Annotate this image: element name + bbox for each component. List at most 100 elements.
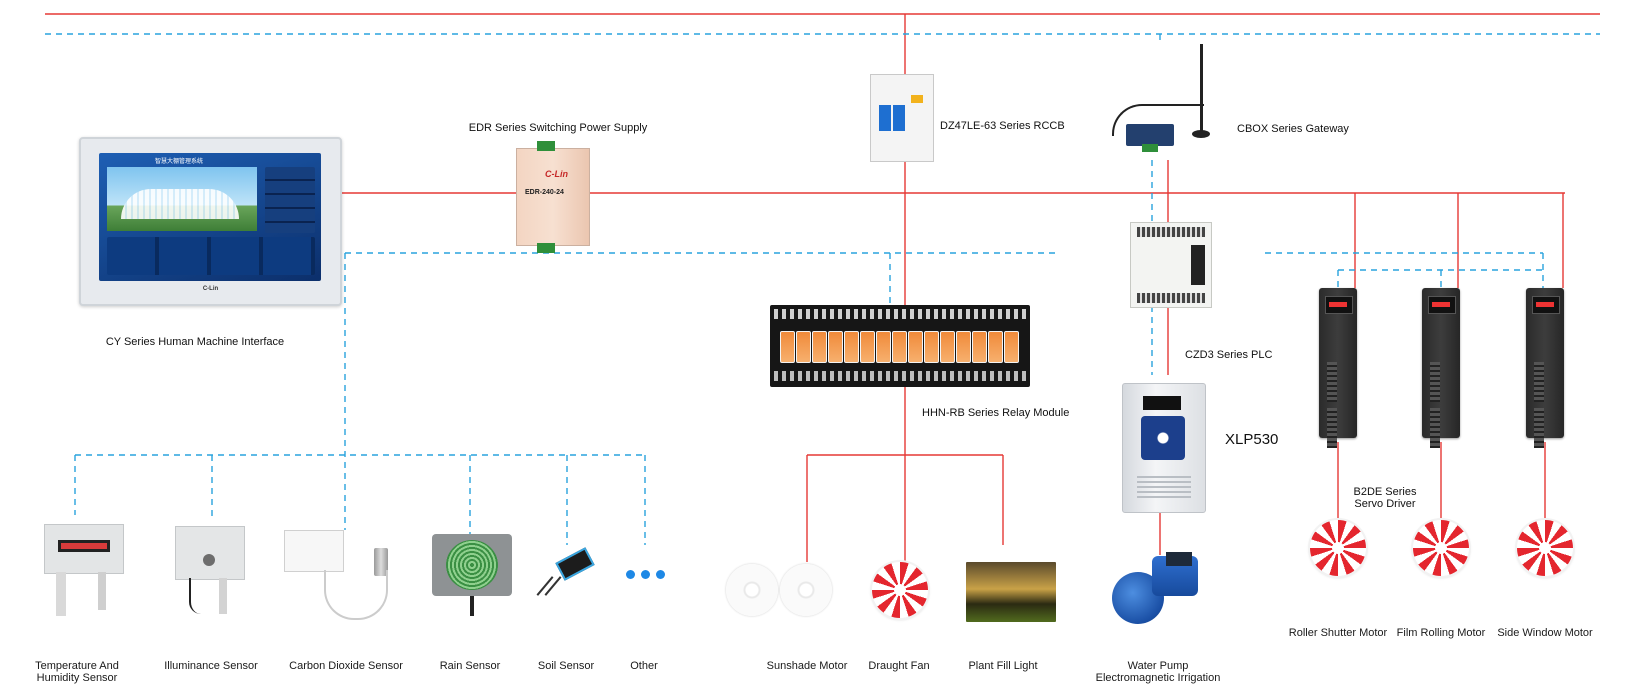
water-pump-image [1110, 552, 1202, 638]
more-sensors-icon [626, 566, 671, 584]
relay-label: HHN-RB Series Relay Module [922, 407, 1070, 419]
hmi-device: 智慧大棚管理系统 C-Lin [79, 137, 342, 306]
greenhouse-roof [121, 189, 239, 219]
illuminance-sensor-icon [175, 526, 247, 622]
servo-display [1325, 296, 1353, 314]
sunshade-disc [780, 564, 832, 616]
servo-port [1327, 408, 1337, 448]
dot-icon [641, 570, 650, 579]
actuator-label-sunshade: Sunshade Motor [766, 660, 848, 672]
psu-brand: C-Lin [545, 169, 568, 179]
th-display [58, 540, 110, 552]
power-supply-label: EDR Series Switching Power Supply [468, 122, 648, 134]
hmi-screen: 智慧大棚管理系统 [99, 153, 321, 281]
hmi-screen-title: 智慧大棚管理系统 [154, 158, 203, 165]
hmi-brand: C-Lin [202, 286, 219, 292]
motor-label-roller: Roller Shutter Motor [1288, 627, 1388, 639]
rccb-device [870, 74, 934, 162]
gateway-device [1108, 40, 1228, 156]
relay-slot [812, 331, 827, 363]
inverter-vents [1137, 476, 1191, 500]
hmi-label: CY Series Human Machine Interface [105, 336, 285, 348]
sensor-label-illuminance: Illuminance Sensor [164, 660, 258, 672]
servo-port [1430, 362, 1440, 402]
relay-slot [828, 331, 843, 363]
rain-cable [470, 596, 474, 616]
lux-cable [189, 578, 205, 614]
actuator-label-fan: Draught Fan [868, 660, 930, 672]
sunshade-motor-icon [726, 564, 832, 618]
plant-fill-light-image [966, 562, 1056, 622]
sunshade-disc [726, 564, 778, 616]
relay-slot [988, 331, 1003, 363]
sensor-label-soil: Soil Sensor [537, 660, 595, 672]
sensor-label-temperature: Temperature And Humidity Sensor [35, 660, 119, 684]
relay-terminals-top [774, 309, 1026, 319]
inverter-display [1143, 396, 1181, 410]
relay-module-device [770, 305, 1030, 387]
rain-sensor-icon [432, 534, 514, 616]
rccb-label: DZ47LE-63 Series RCCB [940, 120, 1065, 132]
servo-driver-2 [1422, 288, 1460, 448]
dot-icon [626, 570, 635, 579]
rccb-switch-2 [893, 105, 905, 131]
gateway-body [1126, 124, 1174, 146]
actuator-label-pump: Water Pump Electromagnetic Irrigation [1095, 660, 1221, 684]
relay-slot [780, 331, 795, 363]
soil-sensor-icon [536, 547, 600, 604]
antenna-icon [1200, 44, 1203, 132]
psu-terminal-top [537, 141, 555, 151]
dot-icon [656, 570, 665, 579]
th-probe [56, 572, 66, 616]
psu-terminal-bottom [537, 243, 555, 253]
servo-port [1327, 362, 1337, 402]
motor-label-film: Film Rolling Motor [1396, 627, 1486, 639]
pump-box [1166, 552, 1192, 566]
servo-driver-1 [1319, 288, 1357, 448]
power-supply-device: C-Lin EDR-240-24 [516, 141, 590, 253]
servo-driver-3 [1526, 288, 1564, 448]
roller-shutter-motor-icon [1310, 520, 1366, 576]
rccb-test-button [911, 95, 923, 103]
temperature-humidity-sensor-icon [44, 524, 126, 620]
soil-prong [544, 576, 562, 596]
plc-label: CZD3 Series PLC [1185, 349, 1273, 361]
relay-slot [956, 331, 971, 363]
sensor-label-other: Other [630, 660, 658, 672]
plc-io-bottom [1137, 293, 1205, 303]
servo-display [1428, 296, 1456, 314]
relay-slot [876, 331, 891, 363]
relay-slot [940, 331, 955, 363]
lux-probe [219, 578, 227, 614]
th-probe-2 [98, 572, 106, 610]
inverter-label: XLP530 [1225, 431, 1279, 448]
servo-port [1430, 408, 1440, 448]
relay-slot [844, 331, 859, 363]
relay-slot [1004, 331, 1019, 363]
lux-dome [203, 554, 215, 566]
relay-slot [972, 331, 987, 363]
soil-body [555, 547, 595, 581]
gateway-label: CBOX Series Gateway [1237, 123, 1349, 135]
actuator-label-light: Plant Fill Light [968, 660, 1038, 672]
co2-body [284, 530, 344, 572]
relay-slot [908, 331, 923, 363]
lux-body [175, 526, 245, 580]
relay-slot [860, 331, 875, 363]
servo-port [1534, 408, 1544, 448]
carbon-dioxide-sensor-icon [284, 530, 408, 626]
inverter-device [1122, 383, 1206, 513]
psu-model: EDR-240-24 [525, 189, 564, 196]
gateway-terminal [1142, 144, 1158, 152]
film-rolling-motor-icon [1413, 520, 1469, 576]
hmi-readings [107, 237, 315, 275]
signal-lines [45, 33, 1600, 545]
motor-label-side: Side Window Motor [1497, 627, 1593, 639]
servo-port [1534, 362, 1544, 402]
draught-fan-icon [872, 562, 928, 618]
plc-panel [1191, 245, 1205, 285]
relay-terminals-bottom [774, 371, 1026, 381]
plc-io-top [1137, 227, 1205, 237]
servo-driver-label: B2DE Series Servo Driver [1353, 486, 1417, 510]
sensor-label-rain: Rain Sensor [439, 660, 501, 672]
